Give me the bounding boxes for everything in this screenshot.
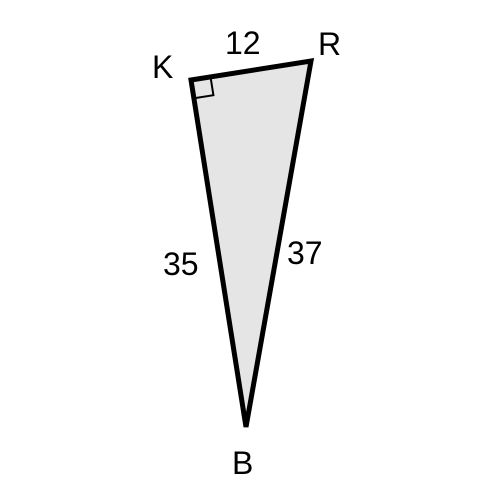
vertex-label-r: R xyxy=(318,26,341,62)
right-angle-marker xyxy=(195,77,215,99)
vertex-label-k: K xyxy=(152,49,173,85)
vertex-label-b: B xyxy=(232,445,253,481)
side-label-rb: 37 xyxy=(287,235,323,271)
side-label-kb: 35 xyxy=(163,246,199,282)
triangle-krb xyxy=(188,57,315,428)
side-label-kr: 12 xyxy=(225,25,261,61)
